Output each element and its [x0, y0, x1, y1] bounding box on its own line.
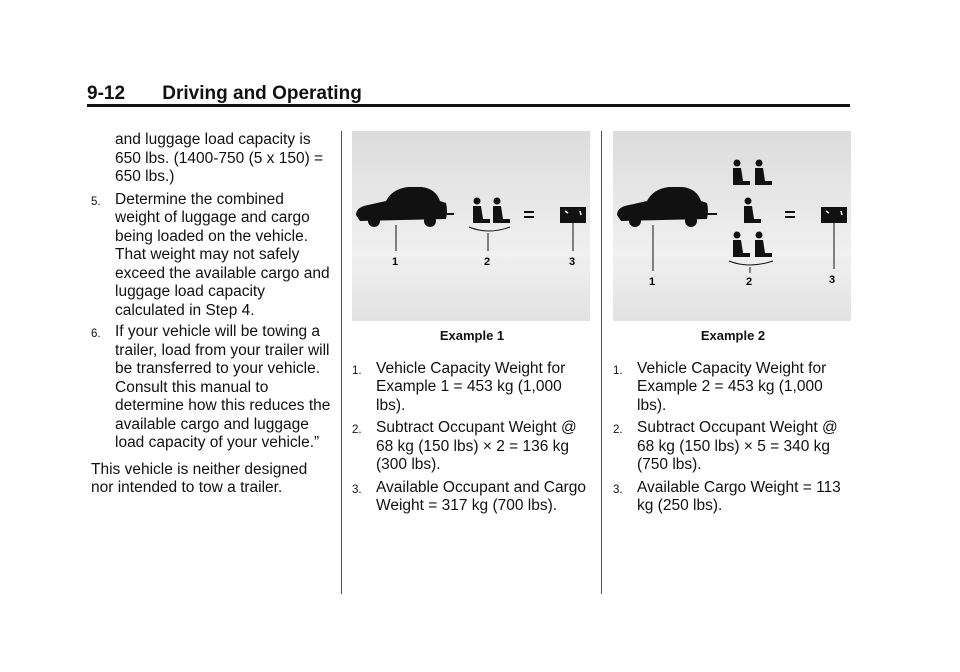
item-number: 1.	[613, 364, 623, 377]
list-item: 1. Vehicle Capacity Weight for Example 1…	[352, 360, 592, 416]
list-item: 2. Subtract Occupant Weight @ 68 kg (150…	[613, 419, 853, 475]
item-text: Available Cargo Weight = 113 kg (250 lbs…	[637, 478, 841, 515]
list-item: 2. Subtract Occupant Weight @ 68 kg (150…	[352, 419, 592, 475]
item-number: 2.	[613, 424, 623, 436]
example-2-figure: 1 2 3	[613, 131, 851, 321]
towing-note: This vehicle is neither designed nor int…	[91, 460, 308, 497]
item-text: Subtract Occupant Weight @ 68 kg (150 lb…	[376, 419, 577, 473]
column-3: 1 2 3 Example 2 1. Vehicle Capacity Weig…	[613, 131, 853, 520]
item-text: Available Occupant and Cargo Weight = 31…	[376, 478, 586, 515]
header-rule	[87, 104, 850, 107]
car-icon	[356, 187, 447, 227]
seated-occupant-icon	[733, 159, 772, 257]
callout-3: 3	[829, 274, 835, 286]
list-item: 1. Vehicle Capacity Weight for Example 2…	[613, 360, 853, 416]
callout-1: 1	[392, 256, 398, 268]
section-title: Driving and Operating	[162, 83, 362, 104]
column-divider-1	[341, 131, 342, 594]
callout-3: 3	[569, 256, 575, 268]
callout-1: 1	[649, 276, 655, 288]
list-item: 3. Available Cargo Weight = 113 kg (250 …	[613, 479, 853, 516]
item-number: 3.	[613, 483, 623, 496]
car-icon	[617, 187, 708, 227]
column-1: and luggage load capacity is 650 lbs. (1…	[91, 131, 331, 498]
step-item: 6. If your vehicle will be towing a trai…	[91, 323, 331, 453]
item-text: Vehicle Capacity Weight for Example 1 = …	[376, 359, 566, 414]
example-2-list: 1. Vehicle Capacity Weight for Example 2…	[613, 360, 853, 516]
luggage-icon	[821, 207, 847, 223]
item-number: 1.	[352, 364, 362, 377]
step-text: If your vehicle will be towing a trailer…	[115, 323, 331, 451]
item-text: Subtract Occupant Weight @ 68 kg (150 lb…	[637, 419, 838, 473]
example-1-figure: 1 2 3	[352, 131, 590, 321]
page-number: 9-12	[87, 83, 126, 104]
callout-2: 2	[746, 276, 752, 288]
step-number: 6.	[91, 328, 101, 340]
step-number: 5.	[91, 195, 101, 208]
continued-text: and luggage load capacity is 650 lbs. (1…	[115, 131, 324, 185]
example-2-caption: Example 2	[700, 328, 766, 343]
column-2: 1 2 3 Example 1 1. Vehicle Capacity Weig…	[352, 131, 592, 520]
callout-2: 2	[484, 256, 490, 268]
list-item: 3. Available Occupant and Cargo Weight =…	[352, 479, 592, 516]
page-header: 9-12 Driving and Operating	[87, 83, 362, 105]
example-1-caption: Example 1	[439, 328, 505, 343]
column-divider-2	[601, 131, 602, 594]
luggage-icon	[560, 207, 586, 223]
item-number: 2.	[352, 424, 362, 436]
item-text: Vehicle Capacity Weight for Example 2 = …	[637, 359, 827, 414]
step-text: Determine the combined weight of luggage…	[115, 190, 330, 319]
step-item: 5. Determine the combined weight of lugg…	[91, 191, 331, 321]
seated-occupant-icon	[473, 197, 510, 223]
item-number: 3.	[352, 483, 362, 496]
example-1-list: 1. Vehicle Capacity Weight for Example 1…	[352, 360, 592, 516]
